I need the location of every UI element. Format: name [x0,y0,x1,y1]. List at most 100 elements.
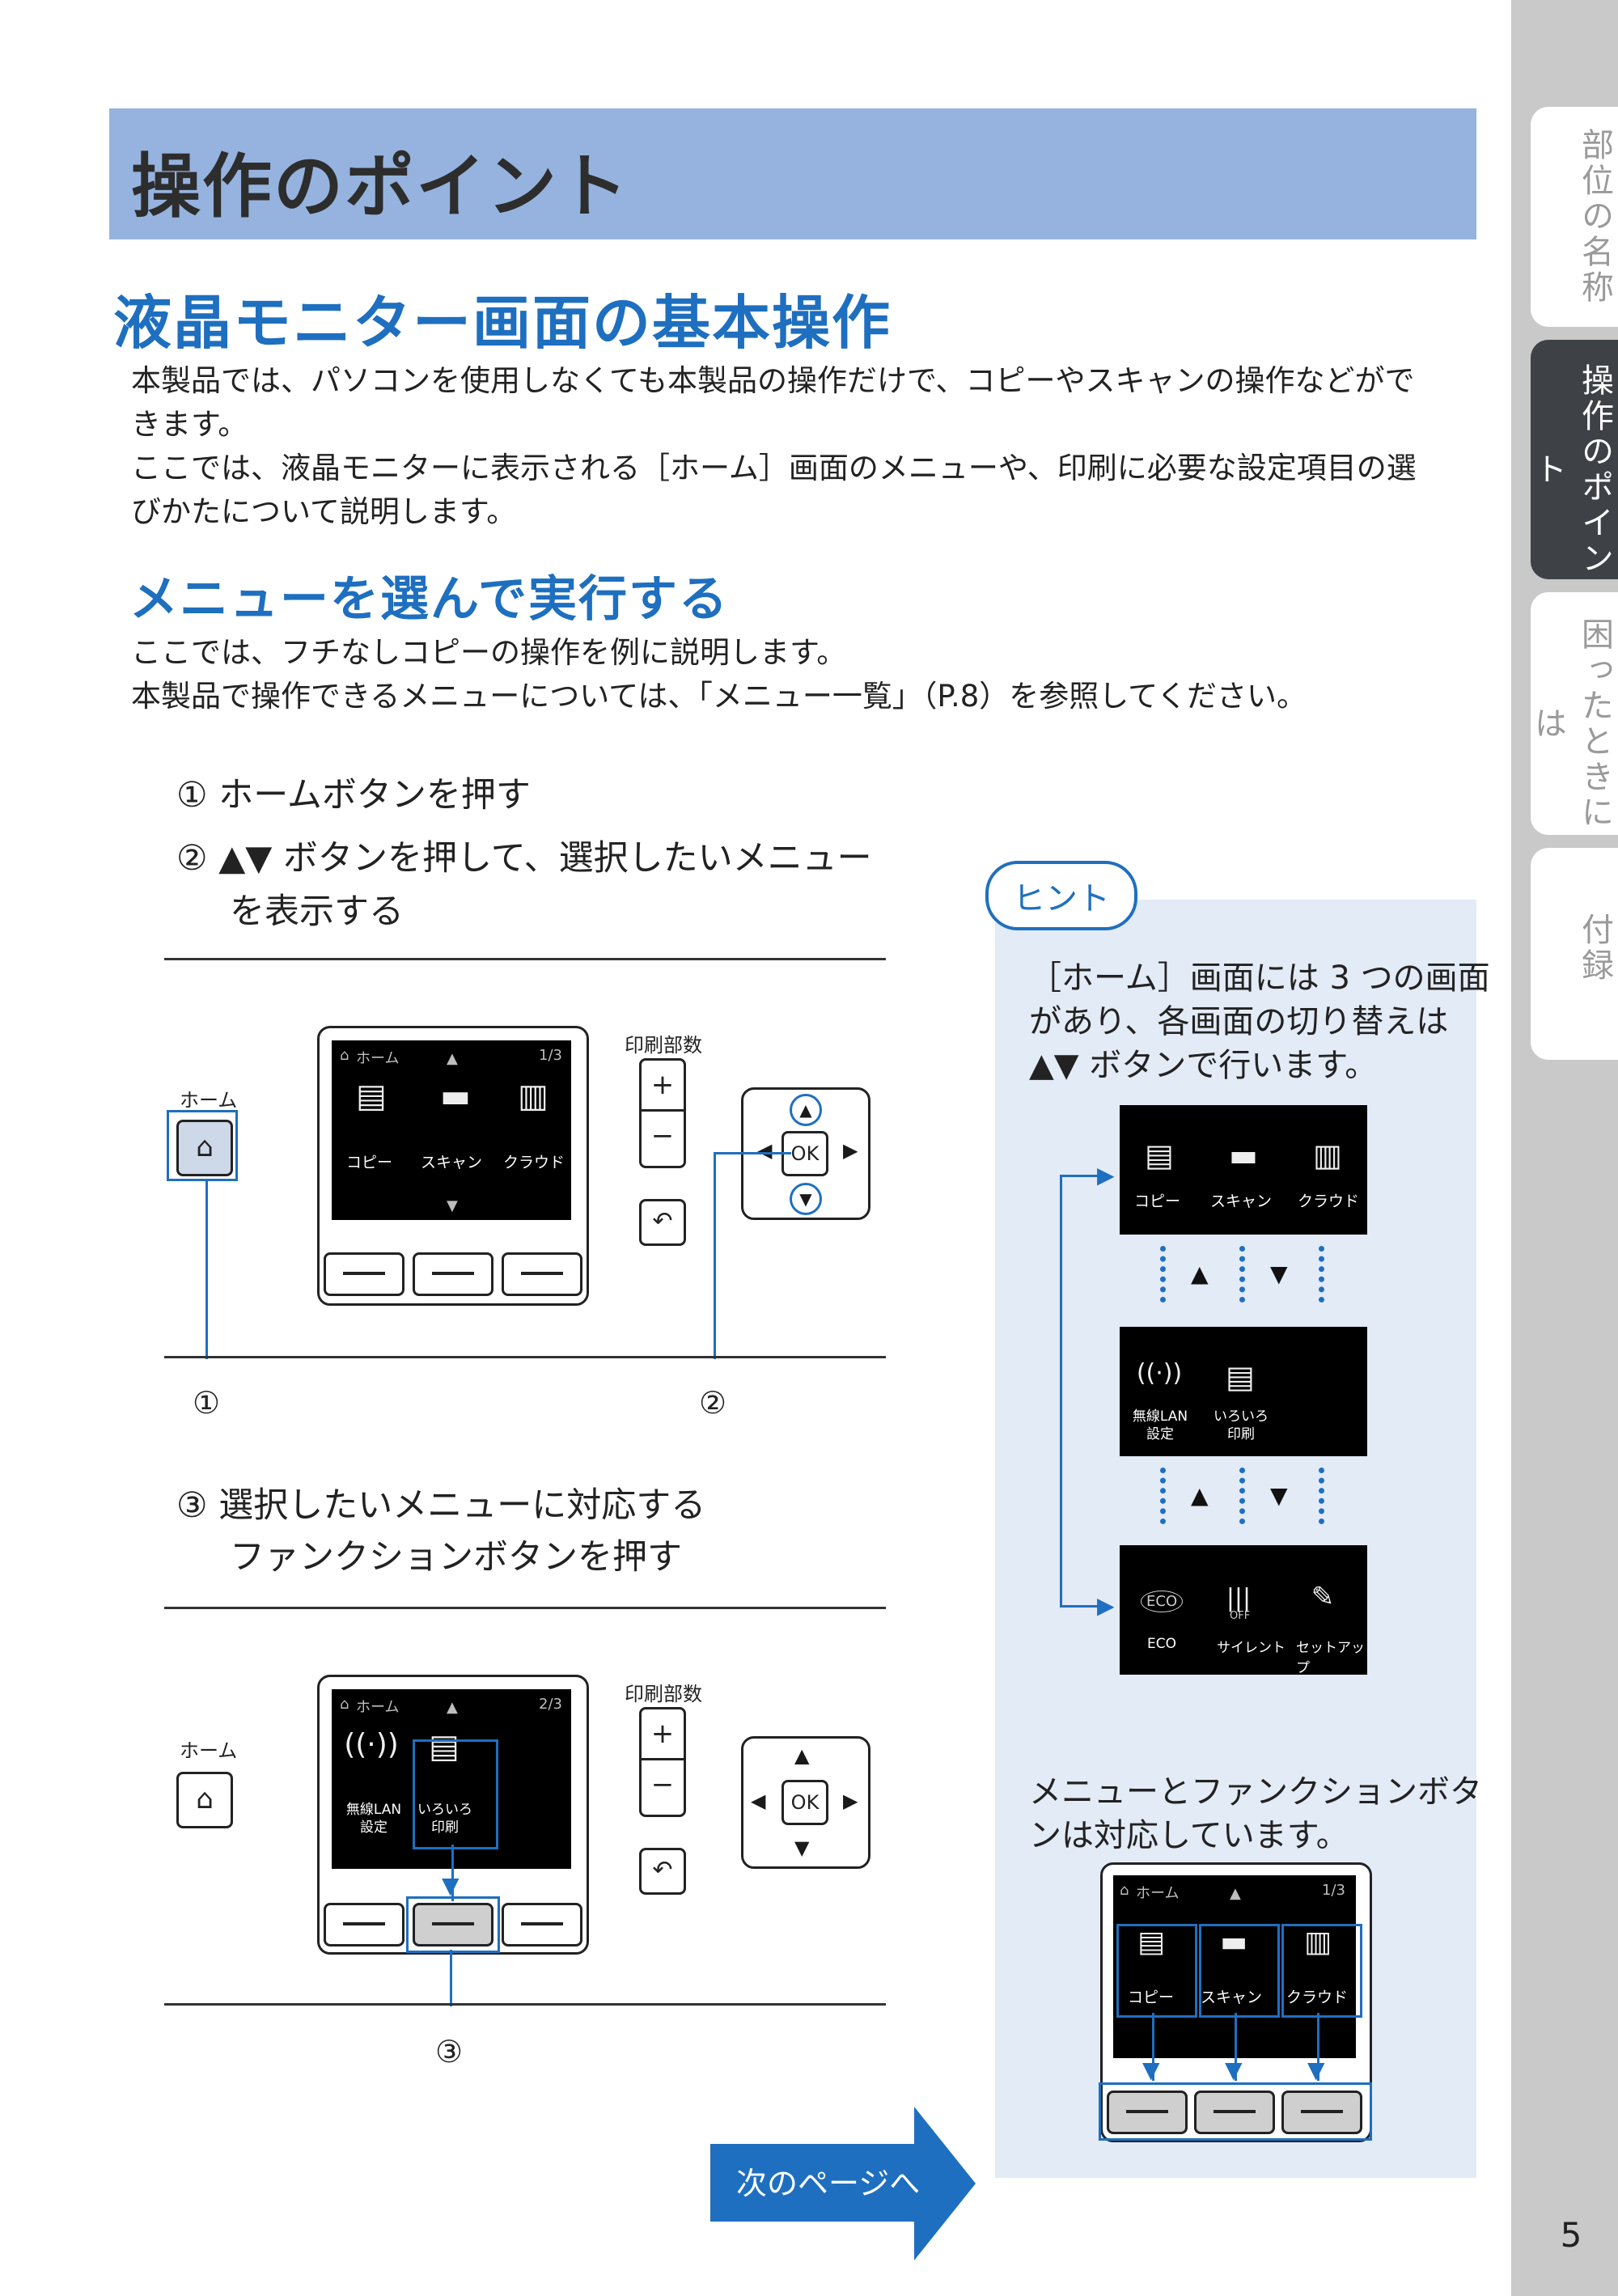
wireless-icon: ((·)) [1136,1359,1183,1387]
function-button-highlight [406,1896,500,1953]
step-3-line1: ③ 選択したいメニューに対応する [176,1485,706,1526]
page-title: 操作のポイント [131,146,629,227]
down-arrow-icon: ▼ [1225,2057,1243,2083]
mini-function-button-right[interactable] [1281,2091,1362,2134]
copies-stepper[interactable]: + − [639,1707,686,1817]
up-arrow-icon[interactable]: ▲ [794,1744,810,1767]
screen2-wireless: 無線LAN 設定 [1132,1409,1188,1442]
hint-text-line: ンは対応しています。 [1029,1817,1349,1854]
step-3-line2: ファンクションボタンを押す [230,1537,682,1578]
up-arrow-icon: ▲ [1191,1482,1209,1509]
page-number: 5 [1560,2215,1582,2255]
screen2-various: いろいろ 印刷 [1214,1409,1269,1442]
lcd-screen: ⌂ ホーム ▲ 1/3 ▤ ▬ ▥ コピー スキャン クラウド ▼ [332,1040,571,1220]
lcd-home-icon: ⌂ [340,1696,349,1713]
minus-button[interactable]: − [642,1109,684,1160]
screen1-copy: コピー [1134,1192,1181,1210]
mini-item-highlight [1281,1924,1362,2018]
subsection-intro: ここでは、フチなしコピーの操作を例に説明します。 本製品で操作できるメニューにつ… [131,631,1307,718]
ok-button[interactable]: OK [781,1780,828,1825]
step-2-line1: ② ▲▼ ボタンを押して、選択したいメニュー [176,838,872,879]
copies-stepper[interactable]: + − [639,1058,686,1168]
home-highlight [167,1110,238,1181]
mini-item-highlight [1199,1924,1280,2018]
next-arrow-head [914,2107,976,2260]
eco-badge: ECO [1141,1591,1184,1612]
left-arrow-icon[interactable]: ◀ [751,1790,766,1812]
mini-arrow [1152,2013,1154,2081]
plus-button[interactable]: + [650,1069,675,1101]
home-button-label: ホーム [180,1739,238,1762]
back-button[interactable]: ↶ [639,1199,686,1246]
callout-line-2 [714,1152,716,1359]
scan-icon: ▬ [1219,1925,1247,1959]
cloud-icon: ▥ [1303,1925,1332,1959]
function-button-left[interactable] [324,1903,404,1947]
scroll-up-icon: ▲ [447,1699,458,1716]
copy-icon: ▤ [356,1078,387,1115]
mini-function-highlight [1099,2082,1372,2141]
tab-troubleshooting[interactable]: 困ったときには [1529,592,1618,835]
lcd-item-cloud: クラウド [503,1154,565,1171]
tab-part-names-label: 部位の名称 [1576,128,1613,306]
tab-appendix[interactable]: 付録 [1531,848,1618,1060]
various-print-icon: ▤ [429,1728,460,1765]
next-page-label[interactable]: 次のページへ [736,2166,921,2201]
scan-icon: ▬ [440,1078,471,1115]
mini-function-button-left[interactable] [1107,2091,1188,2134]
section-intro-line: びかたについて説明します。 [131,494,517,529]
selection-arrow [451,1845,454,1901]
mini-lcd-header: ホーム [1136,1885,1180,1902]
lcd-home-icon: ⌂ [340,1047,349,1064]
function-button-center[interactable] [413,1252,493,1296]
home-screen-3: ECO OFF ||| ✎ ECO サイレント セットアップ [1120,1545,1367,1676]
mini-function-button-center[interactable] [1194,2091,1275,2134]
function-button-right[interactable] [502,1252,582,1296]
lcd-header: ホーム [356,1699,400,1716]
mini-item-highlight [1116,1924,1197,2018]
lcd-item-copy: コピー [346,1154,393,1171]
lcd-home-icon: ⌂ [1120,1882,1129,1899]
down-arrow-icon: ▼ [1270,1482,1288,1509]
back-button[interactable]: ↶ [639,1848,686,1895]
up-arrow-button[interactable]: ▲ [790,1094,822,1126]
home-button[interactable]: ⌂ [176,1772,233,1828]
right-arrow-icon[interactable]: ▶ [843,1790,858,1812]
dotted-connector [1160,1468,1166,1524]
tab-operation-points[interactable]: 操作のポイント [1529,340,1618,579]
down-arrow-icon: ▼ [442,1872,460,1899]
down-arrow-button[interactable]: ▼ [790,1183,822,1215]
home-screen-2: ((·)) ▤ 無線LAN 設定 いろいろ 印刷 [1120,1327,1367,1456]
copy-icon: ▤ [1137,1925,1165,1959]
mini-item-cloud: クラウド [1286,1989,1349,2006]
left-arrow-icon[interactable]: ◀ [757,1139,773,1162]
right-arrow-icon[interactable]: ▶ [843,1139,858,1162]
section-intro-line: ここでは、液晶モニターに表示される［ホーム］画面のメニューや、印刷に必要な設定項… [131,451,1417,485]
divider [164,1356,886,1358]
screen1-scan: スキャン [1210,1192,1273,1210]
function-button-left[interactable] [324,1252,404,1296]
function-button-right[interactable] [502,1903,582,1947]
copies-label: 印刷部数 [625,1683,702,1705]
divider [164,2003,886,2006]
hint-text-1: ［ホーム］画面には 3 つの画面 があり、各画面の切り替えは ▲▼ ボタンで行い… [1029,956,1490,1087]
silent-icon: ||| [1226,1584,1252,1612]
copies-label: 印刷部数 [625,1034,702,1057]
down-arrow-icon: ▼ [1307,2057,1325,2083]
function-button-center[interactable] [413,1903,493,1947]
section-intro-line: きます。 [131,407,248,442]
down-arrow-icon[interactable]: ▼ [794,1836,810,1859]
subsection-title: メニューを選んで実行する [129,571,729,628]
minus-button[interactable]: − [642,1758,684,1809]
next-page-arrow[interactable] [710,2144,922,2222]
subsection-intro-line: ここでは、フチなしコピーの操作を例に説明します。 [131,635,847,670]
right-arrow-icon: ▶ [1097,1162,1115,1188]
cloud-icon: ▥ [1313,1137,1342,1173]
plus-button[interactable]: + [650,1718,675,1750]
hint-text-line: ［ホーム］画面には 3 つの画面 [1029,959,1490,997]
cycle-connector [1060,1175,1062,1607]
home-button[interactable]: ⌂ [176,1120,233,1176]
home-button-label: ホーム [180,1089,238,1112]
selected-item-highlight [413,1739,498,1849]
tab-part-names[interactable]: 部位の名称 [1531,107,1618,327]
